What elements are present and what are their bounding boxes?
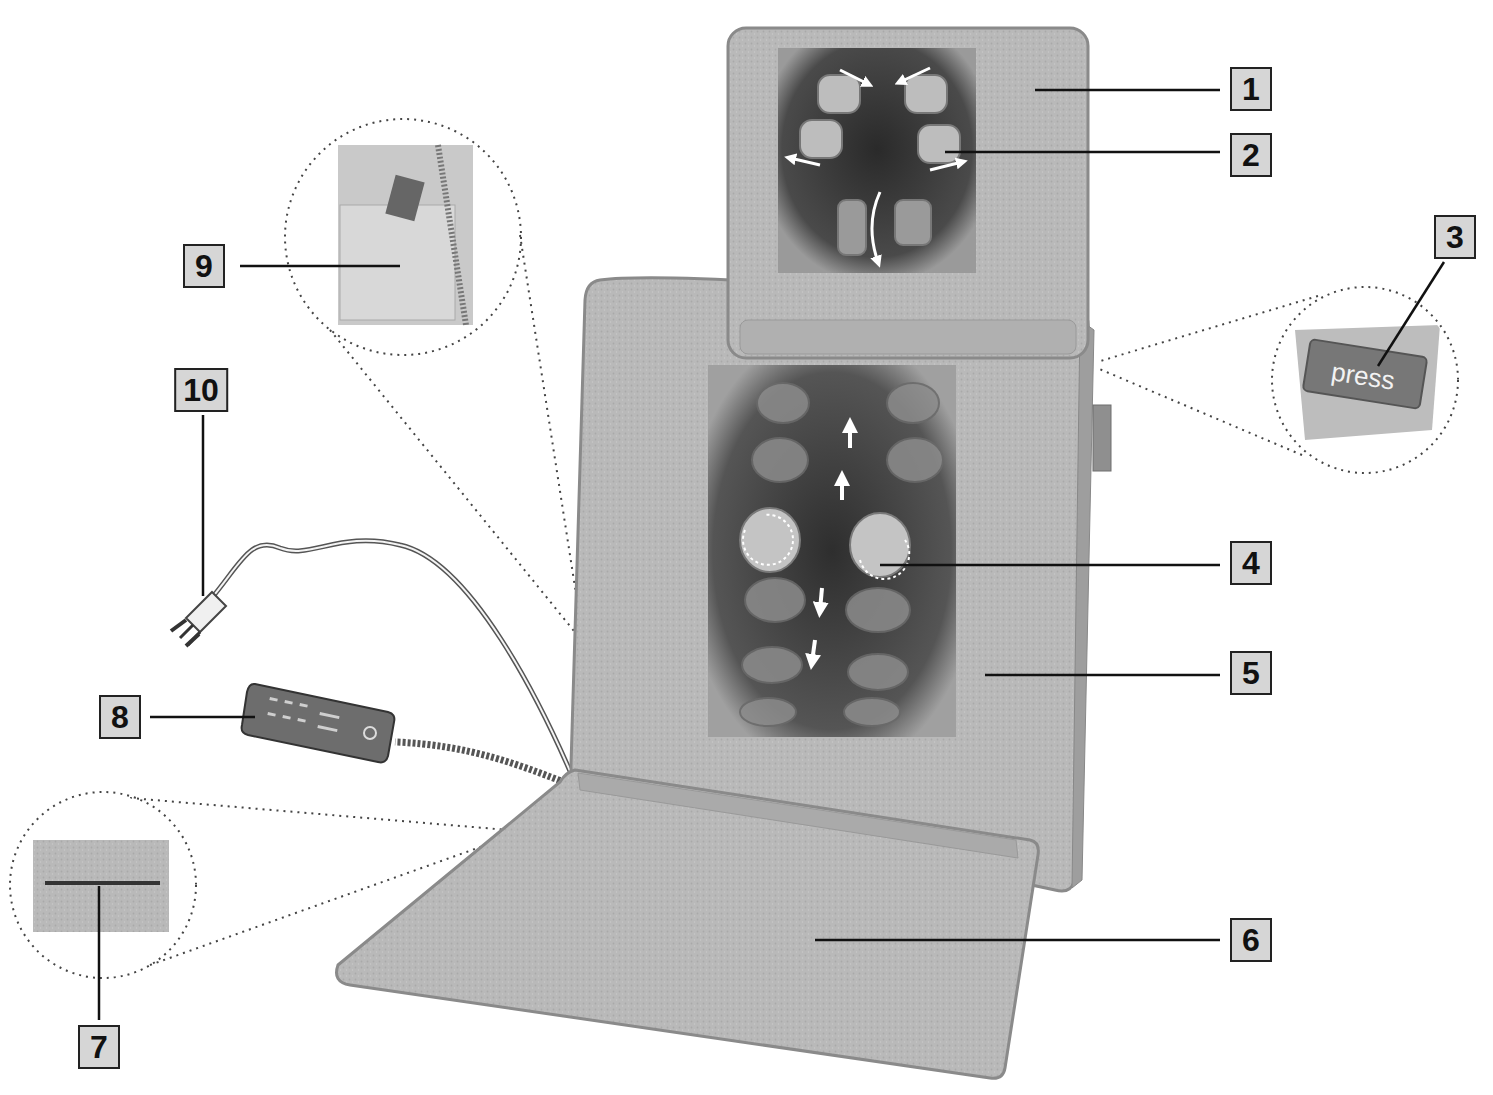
seat-cushion <box>337 770 1039 1078</box>
seat-strap <box>578 773 1018 858</box>
callout-number: 4 <box>1230 541 1272 585</box>
callout-number: 7 <box>78 1025 120 1069</box>
callout-number: 10 <box>174 368 228 412</box>
callout-number: 8 <box>99 695 141 739</box>
callout-number: 6 <box>1230 918 1272 962</box>
press-detail <box>1270 285 1460 475</box>
pocket-detail <box>285 119 521 356</box>
neck-massage-window <box>778 48 976 273</box>
plug <box>171 592 226 646</box>
backrest-side <box>1072 320 1094 888</box>
back-massage-window <box>708 365 956 737</box>
callout-number: 3 <box>1434 215 1476 259</box>
callout-number: 5 <box>1230 651 1272 695</box>
press-tag <box>1093 405 1111 471</box>
power-cable <box>210 541 576 785</box>
slit-detail <box>10 792 196 978</box>
callout-number: 1 <box>1230 67 1272 111</box>
callout-number: 9 <box>183 244 225 288</box>
headrest <box>728 28 1088 358</box>
power-cable <box>210 541 576 785</box>
leader-lines <box>99 90 1444 1020</box>
headrest-strap <box>740 320 1076 354</box>
callout-number: 2 <box>1230 133 1272 177</box>
button-label: press <box>1329 356 1396 396</box>
coiled-cable <box>395 742 574 786</box>
remote-control <box>242 684 395 763</box>
backrest <box>571 278 1088 891</box>
